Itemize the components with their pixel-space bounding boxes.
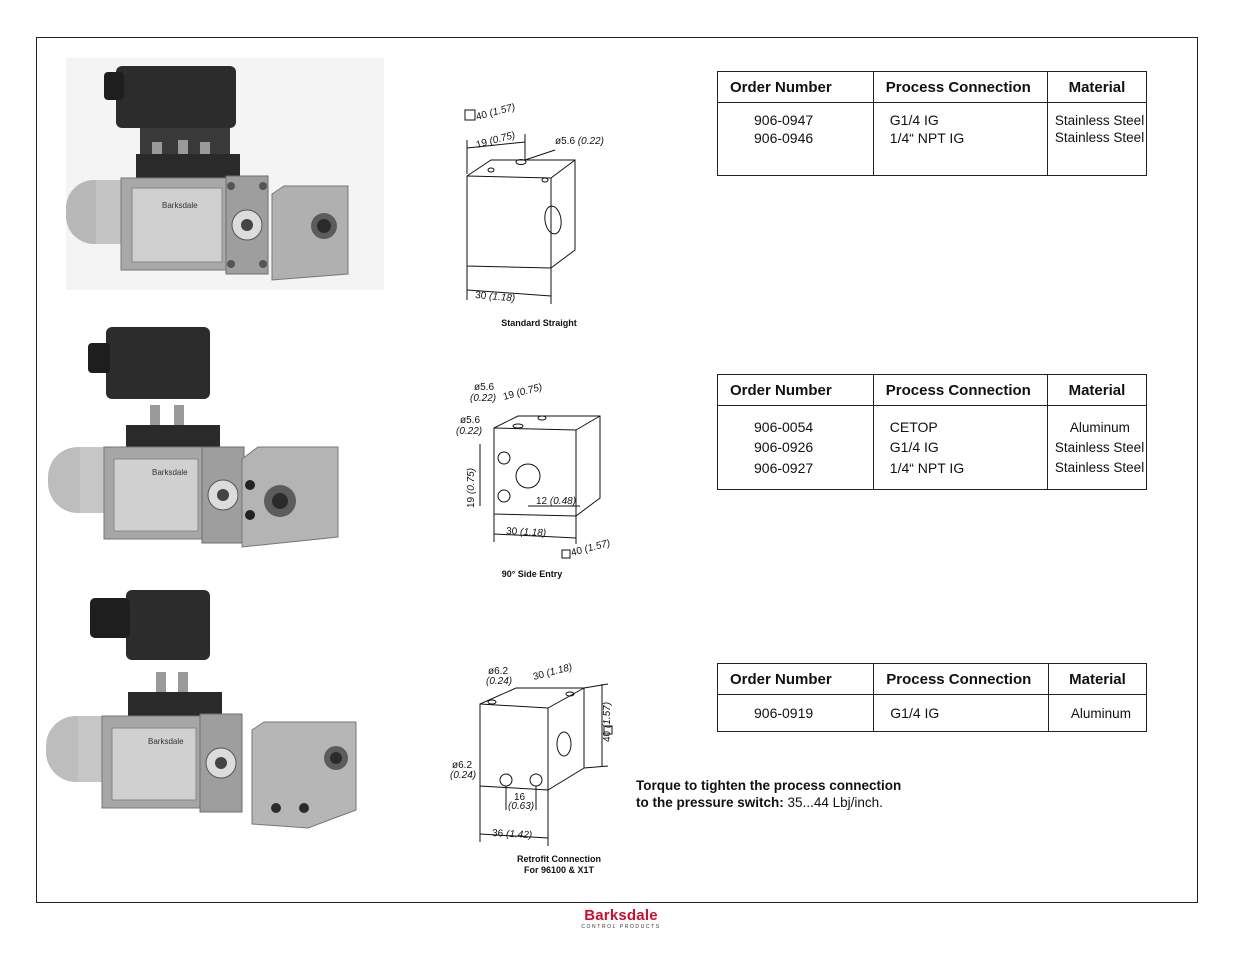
dim-3-a2: (0.24): [486, 676, 512, 687]
dim-3-e2: (0.63): [508, 801, 534, 812]
header-order-number: Order Number: [717, 663, 874, 695]
connection-cell: 1/4“ NPT IG: [872, 127, 1048, 176]
dim-2-a2: (0.22): [470, 393, 496, 404]
dim-3-e1: 16: [514, 792, 526, 803]
photo-brand-label: Barksdale: [152, 468, 188, 477]
dim-1-b: 19 (0.75): [475, 130, 517, 151]
header-order-number: Order Number: [717, 374, 874, 406]
drawing-standard-straight: 40 (1.57) 19 (0.75) ø5.6 (0.22) 30 (1.18…: [464, 102, 604, 304]
page-frame: [36, 37, 1198, 903]
connection-cell: G1/4 IG: [872, 102, 1048, 128]
header-material: Material: [1046, 374, 1147, 406]
header-material: Material: [1046, 71, 1147, 103]
table-row: 906-0926 G1/4 IG Stainless Steel: [718, 435, 1147, 460]
dim-2-c2: (0.22): [456, 426, 482, 437]
material-cell: Stainless Steel: [1046, 102, 1147, 128]
material-cell: Stainless Steel: [1046, 435, 1147, 460]
dim-3-a1: ø6.2: [488, 666, 508, 677]
photo-brand-label: Barksdale: [148, 737, 184, 746]
dim-3-d1: ø6.2: [452, 760, 472, 771]
caption-side-entry: 90° Side Entry: [501, 569, 563, 579]
product-photo-2: Barksdale: [48, 325, 368, 557]
dim-3-c: 40 (1.57): [602, 702, 613, 742]
torque-line-1: Torque to tighten the process connection: [636, 778, 902, 793]
material-cell: Aluminum: [1047, 694, 1147, 732]
barksdale-logo: Barksdale CONTROL PRODUCTS: [581, 908, 661, 931]
photo-brand-label: Barksdale: [162, 201, 198, 210]
table-row: 906-0947 G1/4 IG Stainless Steel: [718, 102, 1147, 128]
torque-note: Torque to tighten the process connection…: [636, 777, 901, 811]
material-cell: Aluminum: [1046, 405, 1147, 436]
table-row: 906-0927 1/4“ NPT IG Stainless Steel: [718, 459, 1147, 490]
table-row: 906-0946 1/4“ NPT IG Stainless Steel: [718, 127, 1147, 176]
drawing-retrofit: ø6.2 (0.24) 30 (1.18) 40 (1.57) ø6.2 (0.…: [450, 662, 613, 846]
dim-3-d2: (0.24): [450, 770, 476, 781]
torque-value: 35...44 Lbj/inch.: [783, 795, 883, 810]
order-number-cell: 906-0054: [754, 419, 814, 436]
table-row: 906-0054 CETOP Aluminum: [718, 405, 1147, 436]
product-photo-3: Barksdale: [46, 588, 366, 832]
product-photo-1: Barksdale: [66, 58, 384, 290]
order-number-cell: 906-0946: [754, 129, 814, 146]
drawing-side-entry: ø5.6 (0.22) 19 (0.75) ø5.6 (0.22) 19 (0.…: [456, 382, 611, 559]
dim-1-a: 40 (1.57): [475, 102, 517, 123]
dim-3-b: 30 (1.18): [532, 662, 574, 683]
torque-line-2: to the pressure switch:: [636, 795, 784, 810]
spec-table-1: Order Number Process Connection Material…: [717, 71, 1147, 176]
connection-cell: 1/4“ NPT IG: [872, 459, 1048, 490]
dim-2-f: 30 (1.18): [506, 526, 547, 539]
connection-cell: G1/4 IG: [872, 435, 1048, 460]
dim-1-d: 30 (1.18): [475, 290, 516, 304]
dim-2-c1: ø5.6: [460, 415, 480, 426]
dim-2-e: 12 (0.48): [536, 496, 576, 507]
material-cell: Stainless Steel: [1046, 459, 1147, 490]
header-process-connection: Process Connection: [873, 663, 1049, 695]
caption-retrofit: Retrofit Connection For 96100 & X1T: [517, 854, 601, 875]
connection-cell: G1/4 IG: [873, 694, 1049, 732]
dim-2-b: 19 (0.75): [502, 382, 544, 403]
logo-brand: Barksdale: [584, 907, 658, 924]
material-cell: Stainless Steel: [1046, 127, 1147, 176]
order-number-cell: 906-0919: [754, 705, 814, 721]
order-number-cell: 906-0926: [754, 439, 814, 456]
order-number-cell: 906-0947: [754, 111, 814, 128]
dim-1-c: ø5.6 (0.22): [555, 136, 604, 147]
dim-2-d: 19 (0.75): [466, 468, 477, 508]
header-process-connection: Process Connection: [872, 71, 1048, 103]
header-process-connection: Process Connection: [872, 374, 1048, 406]
logo-subtitle: CONTROL PRODUCTS: [581, 924, 661, 930]
dim-2-a1: ø5.6: [474, 382, 494, 393]
header-material: Material: [1047, 663, 1147, 695]
spec-table-3: Order Number Process Connection Material…: [717, 663, 1147, 732]
table-row: 906-0919 G1/4 IG Aluminum: [718, 694, 1147, 732]
caption-standard-straight: Standard Straight: [501, 318, 577, 328]
header-order-number: Order Number: [717, 71, 874, 103]
order-number-cell: 906-0927: [754, 459, 814, 476]
spec-table-2: Order Number Process Connection Material…: [717, 374, 1147, 490]
dim-3-f: 36 (1.42): [492, 828, 533, 841]
connection-cell: CETOP: [872, 405, 1048, 436]
